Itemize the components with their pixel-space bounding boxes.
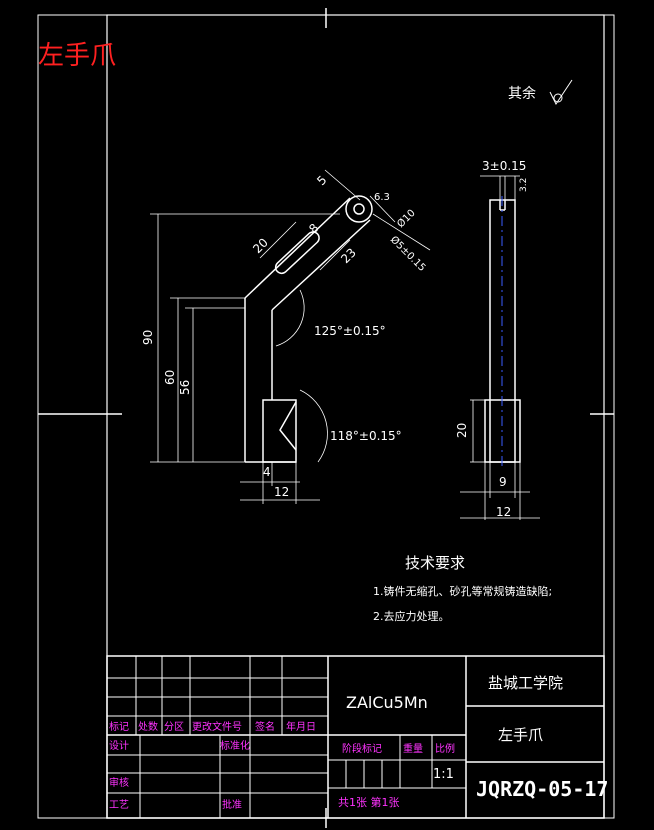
hdr-biaozhunhua: 标准化: [220, 739, 250, 752]
hdr-fenqu: 分区: [164, 721, 184, 733]
dim-20-side: 20: [455, 423, 469, 438]
side-dimension-labels: 3±0.15 3.2 20 9 12: [455, 159, 529, 519]
tech-line-1: 1.铸件无缩孔、砂孔等常规铸造缺陷;: [373, 584, 552, 598]
part-name: 左手爪: [498, 726, 543, 744]
hdr-zhongliang: 重量: [403, 742, 423, 755]
drawing-number: JQRZQ-05-17: [476, 777, 608, 801]
dim-56: 56: [178, 380, 192, 395]
dim-12: 12: [274, 485, 289, 499]
tech-line-2: 2.去应力处理。: [373, 609, 450, 623]
sheet-count: 共1张 第1张: [338, 795, 400, 809]
material: ZAlCu5Mn: [346, 693, 428, 712]
sheet-frame: [37, 8, 615, 828]
angle-118: 118°±0.15°: [330, 429, 402, 443]
hdr-qianming: 签名: [255, 720, 275, 733]
hdr-biaoji: 标记: [109, 721, 129, 733]
dim-6-3: 6.3: [374, 192, 390, 203]
dim-9: 9: [499, 475, 507, 489]
dim-4: 4: [263, 465, 271, 479]
scale: 1:1: [433, 767, 454, 782]
hdr-gongyi: 工艺: [109, 799, 129, 811]
front-view: [244, 195, 373, 463]
dim-3-2a: 3.2: [519, 178, 529, 192]
dim-20: 20: [250, 235, 271, 256]
hdr-nianyueri: 年月日: [286, 720, 316, 733]
side-view: [484, 196, 521, 466]
dim-60: 60: [163, 370, 177, 385]
hdr-chushu: 处数: [138, 720, 158, 733]
roughness-symbol-icon: [549, 79, 573, 105]
hdr-gengai: 更改文件号: [192, 720, 242, 733]
hdr-shenhe: 审核: [109, 776, 129, 789]
dim-12-side: 12: [496, 505, 511, 519]
side-dimensions: [460, 175, 540, 520]
dim-90: 90: [141, 330, 155, 345]
surface-roughness-note: 其余: [508, 79, 573, 105]
front-dimensions: [150, 169, 431, 504]
tech-title: 技术要求: [405, 554, 465, 572]
dim-5: 5: [314, 173, 329, 188]
hdr-bili: 比例: [435, 742, 455, 755]
technical-requirements: 技术要求 1.铸件无缩孔、砂孔等常规铸造缺陷; 2.去应力处理。: [373, 554, 552, 623]
surface-note-text: 其余: [508, 85, 536, 102]
dim-5tol: Ø5±0.15: [388, 234, 428, 274]
dim-3tol: 3±0.15: [482, 159, 526, 173]
angle-125: 125°±0.15°: [314, 324, 386, 338]
hdr-jieduan: 阶段标记: [342, 742, 382, 755]
hdr-sheji: 设计: [109, 739, 129, 752]
hdr-pizhun: 批准: [222, 798, 242, 811]
title-block-text: ZAlCu5Mn 盐城工学院 左手爪 JQRZQ-05-17 1:1 标记 处数…: [109, 674, 608, 811]
title-block: [106, 655, 605, 819]
corner-title: 左手爪: [38, 41, 116, 71]
school-name: 盐城工学院: [488, 674, 563, 692]
dim-10: Ø10: [395, 207, 418, 230]
